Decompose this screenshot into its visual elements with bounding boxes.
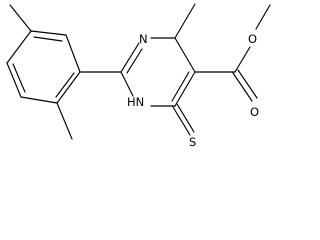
atom-label-hn: HN <box>127 95 144 109</box>
atom-label-n: N <box>139 32 148 46</box>
bond <box>56 71 81 104</box>
bond <box>6 30 32 64</box>
bond <box>6 62 22 98</box>
methyl-bond-bottom <box>56 102 73 140</box>
dimethylphenyl-ring <box>6 30 81 104</box>
double-bond-inner <box>55 72 75 98</box>
methoxy-bond <box>255 4 271 30</box>
double-bond-inner <box>171 71 190 102</box>
pyrimidine-ring <box>120 37 196 107</box>
bond <box>65 34 81 73</box>
thione-bond <box>176 103 195 133</box>
molecule-drawing: N HN O O S <box>6 3 271 149</box>
bond <box>30 30 67 36</box>
structure-diagram: N HN O O S <box>6 3 271 149</box>
bond <box>174 37 196 73</box>
ether-bond <box>234 46 251 73</box>
atom-label-o-ether: O <box>248 32 257 46</box>
bond <box>120 42 140 73</box>
methyl-bond-top <box>9 4 32 32</box>
methyl-bond-pyrimidine <box>174 3 196 39</box>
double-bond-inner <box>126 48 143 74</box>
carbonyl-bond <box>232 72 253 102</box>
bond <box>20 96 58 104</box>
atom-label-s: S <box>189 135 196 149</box>
thione-bond <box>172 106 191 136</box>
double-bond-inner <box>33 36 63 42</box>
atom-label-o-carbonyl: O <box>250 105 259 119</box>
double-bond-inner <box>12 63 26 93</box>
bond <box>120 71 134 97</box>
carbonyl-bond <box>237 69 258 99</box>
bond <box>174 71 196 107</box>
